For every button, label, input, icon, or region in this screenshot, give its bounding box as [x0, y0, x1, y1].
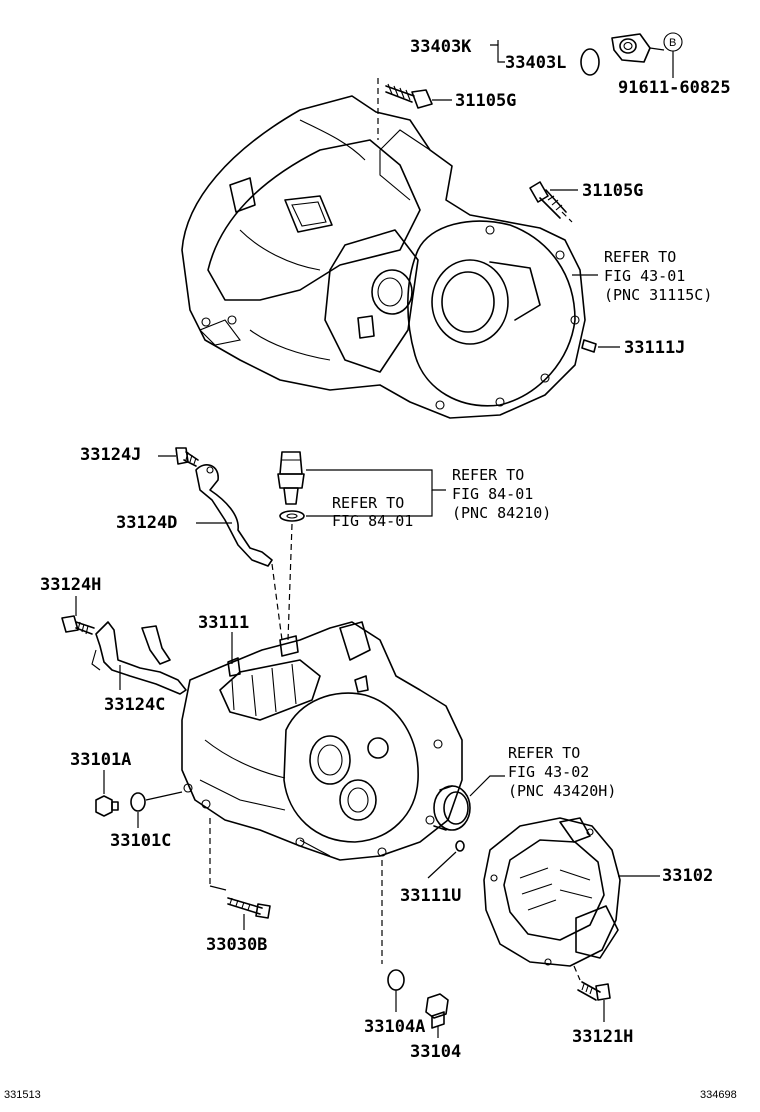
label-31105G-right: 31105G	[582, 181, 643, 201]
ref-43-01-line1: REFER TO	[604, 248, 676, 266]
footer-left-code: 331513	[4, 1089, 41, 1101]
bolt-33124J-icon	[158, 447, 199, 467]
pin-33111U-icon	[427, 840, 465, 879]
label-33111U: 33111U	[400, 886, 461, 906]
label-33403K: 33403K	[410, 37, 472, 57]
label-33101A: 33101A	[70, 750, 131, 770]
ref-43-01-line3: (PNC 31115C)	[604, 286, 712, 304]
label-33124C: 33124C	[104, 695, 165, 715]
pin-33111J-icon	[581, 339, 620, 353]
top-small-parts	[490, 32, 683, 78]
label-33124H: 33124H	[40, 575, 101, 595]
bolt-31105G-top-icon	[377, 78, 452, 140]
footer-right-code: 334698	[700, 1089, 737, 1101]
label-33104A: 33104A	[364, 1017, 425, 1037]
lever-33124C-icon	[91, 621, 187, 695]
ref-84-01-outer-line1: REFER TO	[452, 466, 524, 484]
label-33101C: 33101C	[110, 831, 171, 851]
bolt-33124H-icon	[61, 596, 95, 635]
label-33102: 33102	[662, 866, 713, 886]
ref-43-02-line1: REFER TO	[508, 744, 580, 762]
label-33104: 33104	[410, 1042, 461, 1062]
gasket-33104A-icon	[381, 860, 405, 1012]
lower-transaxle-case	[181, 621, 463, 861]
bolt-33121H-icon	[573, 965, 611, 1022]
label-33403L: 33403L	[505, 53, 566, 73]
seal-33403L-icon	[580, 48, 600, 76]
ref-84-01-inner-line1: REFER TO	[332, 494, 404, 512]
label-91611-60825: 91611-60825	[618, 78, 731, 98]
label-33124J: 33124J	[80, 445, 141, 465]
bolt-33030B-icon	[209, 818, 271, 930]
ref-43-02-line3: (PNC 43420H)	[508, 782, 616, 800]
ref-43-02-line2: FIG 43-02	[508, 763, 589, 781]
switch-sensor-icon	[277, 451, 446, 641]
bolt-31105G-right-icon	[529, 181, 578, 223]
plug-33101A-icon	[95, 770, 119, 817]
gasket-icon	[279, 510, 305, 522]
ref-84-01-outer-line3: (PNC 84210)	[452, 504, 551, 522]
label-b: B	[669, 37, 676, 49]
ref-43-01-line2: FIG 43-01	[604, 267, 685, 285]
extension-housing-33102	[483, 817, 660, 967]
oil-seal-ring-icon	[433, 775, 505, 831]
plug-33104-icon	[425, 993, 449, 1038]
label-33111J: 33111J	[624, 338, 685, 358]
bracket-33124D-icon	[195, 464, 283, 641]
ref-84-01-outer-line2: FIG 84-01	[452, 485, 533, 503]
label-33111: 33111	[198, 613, 249, 633]
ref-84-01-inner-line2: FIG 84-01	[332, 512, 413, 530]
upper-transaxle-housing	[181, 95, 586, 419]
bearing-part-icon	[611, 33, 651, 63]
label-31105G-top: 31105G	[455, 91, 516, 111]
label-33124D: 33124D	[116, 513, 177, 533]
label-33030B: 33030B	[206, 935, 267, 955]
label-33121H: 33121H	[572, 1027, 633, 1047]
gasket-33101C-icon	[130, 791, 183, 828]
